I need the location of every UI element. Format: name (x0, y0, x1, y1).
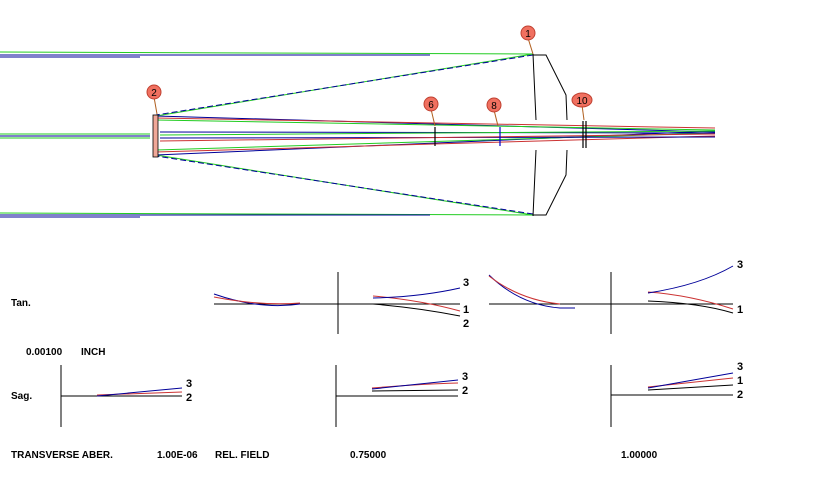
curve-label: 3 (737, 361, 743, 373)
curve-label: 1 (737, 304, 743, 316)
surface-label: 2 (151, 88, 157, 99)
callout-surface-6: 6 (423, 96, 439, 127)
callout-surface-1: 1 (520, 25, 536, 55)
curve-label: 2 (186, 392, 192, 404)
aberration-plots: 3 1 2 3 1 3 2 3 (60, 259, 743, 427)
curve-label: 2 (462, 385, 468, 397)
tan-plot-field-075: 3 1 2 (213, 272, 469, 334)
field-value-0: 1.00E-06 (157, 450, 198, 461)
secondary-mirror (152, 114, 159, 158)
field-value-1: 0.75000 (350, 450, 387, 461)
field-value-2: 1.00000 (621, 450, 658, 461)
sag-plot-field-0: 3 2 (60, 365, 192, 427)
curve-label: 2 (737, 389, 743, 401)
tan-plot-field-100: 3 1 (488, 259, 743, 334)
incoming-rays (0, 51, 716, 218)
curve-label: 1 (463, 304, 469, 316)
scale-unit: INCH (81, 347, 105, 358)
tan-label: Tan. (11, 298, 31, 309)
scale-value: 0.00100 (26, 347, 63, 358)
curve-label: 3 (737, 259, 743, 271)
curve-label: 1 (737, 375, 743, 387)
callout-surface-2: 2 (146, 84, 162, 115)
primary-mirror (532, 53, 568, 217)
curve-label: 3 (186, 378, 192, 390)
lens-elements (434, 121, 587, 148)
curve-label: 3 (463, 277, 469, 289)
surface-label: 1 (525, 29, 531, 40)
rel-field-label: REL. FIELD (215, 450, 269, 461)
surface-label: 6 (428, 100, 434, 111)
surface-callouts: 1 2 6 8 10 (146, 25, 593, 127)
sag-label: Sag. (11, 391, 32, 402)
callout-surface-8: 8 (486, 97, 502, 127)
sag-plot-field-075: 3 2 (335, 365, 468, 427)
sag-plot-field-100: 3 1 2 (610, 361, 743, 427)
curve-label: 3 (462, 371, 468, 383)
surface-label: 8 (491, 101, 497, 112)
surface-label: 10 (576, 96, 588, 107)
footer-title: TRANSVERSE ABER. (11, 450, 113, 461)
callout-surface-10: 10 (571, 92, 593, 121)
curve-label: 2 (463, 318, 469, 330)
